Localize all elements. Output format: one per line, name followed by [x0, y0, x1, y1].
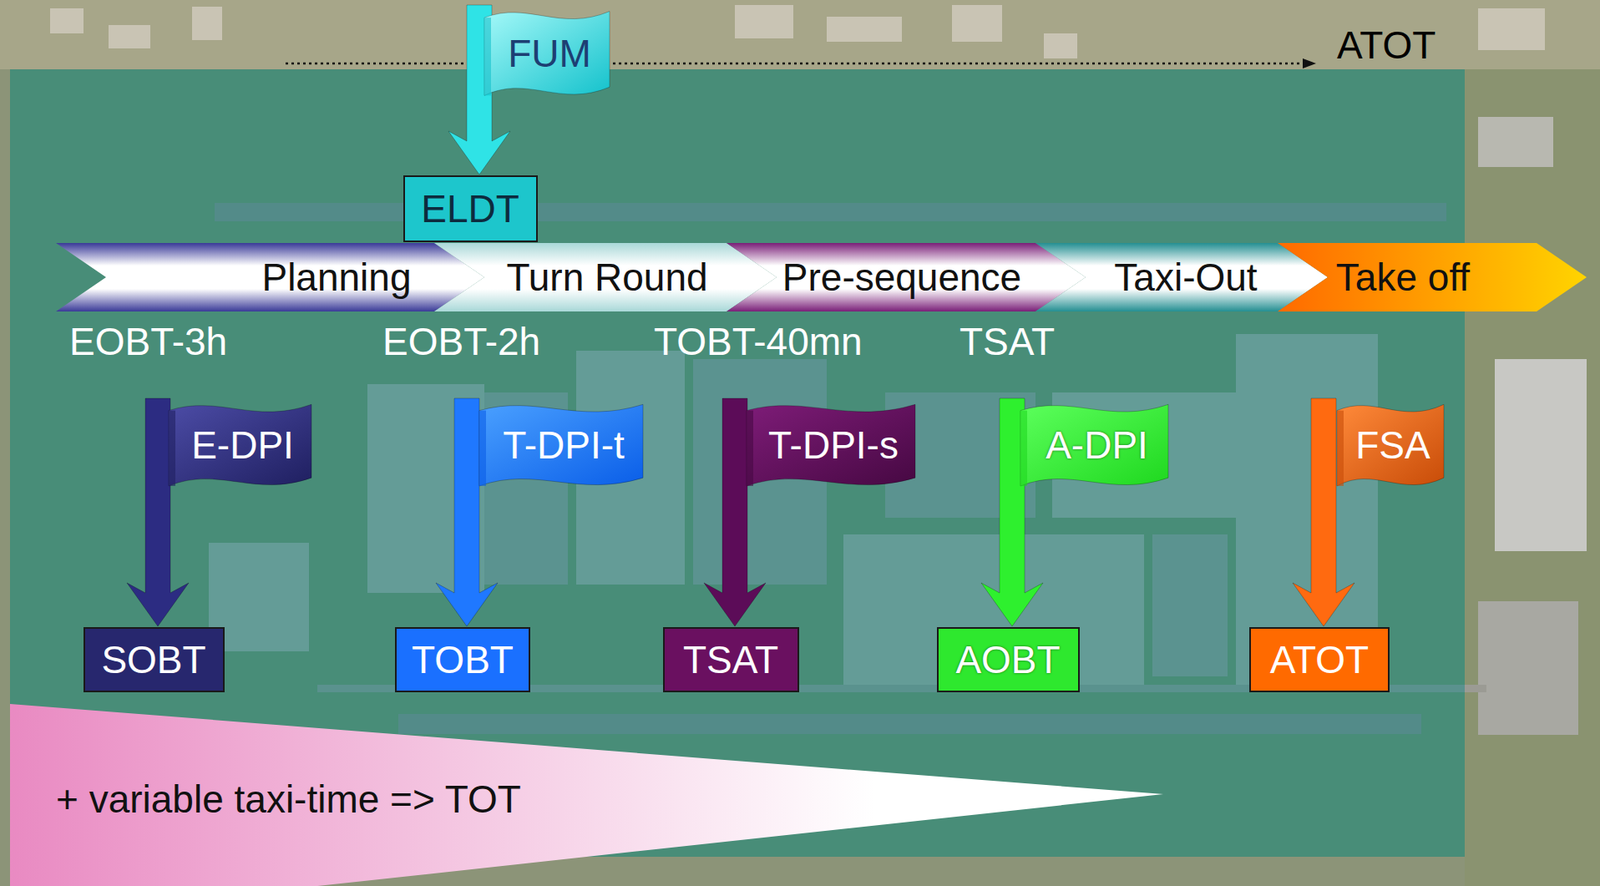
flag-cloth [746, 404, 916, 487]
side-building [1478, 116, 1554, 168]
photo-detail [192, 6, 223, 41]
flag-cloth [1336, 404, 1444, 487]
chevron-fill [1035, 243, 1328, 312]
label-anchor: ATOT [1336, 23, 1436, 68]
flag-fold [479, 410, 487, 487]
time-label: TOBT-40mn [653, 319, 863, 365]
taxi-time-wedge: + variable taxi-time => TOT [10, 703, 1164, 886]
time-box: SOBT [83, 627, 225, 693]
time-label: TSAT [959, 319, 1055, 365]
time-box: ATOT [1249, 627, 1390, 693]
node-text: AOBT [955, 637, 1060, 683]
field-strip [0, 0, 1600, 70]
flag-fold [168, 410, 176, 487]
node-text: Take off [1336, 255, 1470, 300]
time-label: EOBT-3h [69, 319, 228, 365]
label-anchor: EOBT-3h [69, 319, 228, 365]
photo-detail [826, 16, 902, 42]
time-label: EOBT-2h [382, 319, 541, 365]
wedge-fill [10, 703, 1164, 886]
flag-cloth [1020, 404, 1169, 487]
flag-cloth [479, 404, 644, 487]
phase-chevron: Taxi-Out [1035, 243, 1328, 312]
side-building [1494, 359, 1587, 552]
flag-fold [746, 410, 754, 487]
phase-chevron: Take off [1277, 243, 1587, 312]
node-text: Pre-sequence [782, 255, 1022, 300]
node-text: Taxi-Out [1113, 255, 1257, 300]
photo-detail [50, 8, 84, 34]
photo-detail [951, 5, 1003, 42]
label-anchor: EOBT-2h [382, 319, 541, 365]
dotted-leader [285, 62, 1303, 66]
side-fields [1464, 69, 1600, 886]
chevron-fill [434, 243, 777, 312]
phase-chevron: Pre-sequence [726, 243, 1086, 312]
flag-fold [1336, 410, 1344, 487]
label-anchor: TSAT [959, 319, 1055, 365]
houses [50, 5, 1545, 59]
time-box: TOBT [394, 627, 531, 693]
milestone-flag: FUM [448, 5, 610, 111]
node-text: TOBT [411, 637, 514, 683]
time-box: AOBT [936, 627, 1080, 693]
node-text: FSA [1355, 423, 1430, 468]
node-text: FUM [507, 31, 592, 76]
milestone-flag: T-DPI-s [703, 398, 916, 501]
node-text: Planning [261, 255, 411, 300]
photo-detail [734, 5, 794, 39]
node-text: ATOT [1270, 637, 1369, 683]
node-text: A-DPI [1045, 423, 1149, 468]
milestone-flag: A-DPI [981, 398, 1169, 501]
node-text: SOBT [101, 637, 206, 683]
time-box: TSAT [663, 627, 800, 693]
node-text: + variable taxi-time => TOT [55, 777, 522, 822]
photo-detail [1043, 33, 1078, 59]
milestone-flag: FSA [1292, 398, 1444, 501]
time-box: ELDT [403, 175, 538, 243]
side-building [1478, 601, 1579, 735]
label-anchor: TOBT-40mn [653, 319, 863, 365]
time-label: ATOT [1336, 23, 1436, 68]
leader-head [1302, 58, 1317, 69]
photo-detail [108, 25, 151, 49]
flag-fold [484, 17, 492, 96]
flag-fold [1020, 410, 1028, 487]
milestone-flag: T-DPI-t [435, 398, 644, 501]
node-text: ELDT [420, 187, 520, 232]
milestone-flag: E-DPI [126, 398, 312, 501]
chevron-fill [1277, 243, 1587, 312]
phase-chevron: Planning [55, 243, 485, 312]
phase-chevron: Turn Round [434, 243, 777, 312]
flag-cloth [484, 11, 610, 97]
flag-cloth [168, 404, 312, 487]
node-text: E-DPI [191, 423, 294, 468]
node-text: TSAT [683, 637, 779, 683]
chevron-fill [726, 243, 1086, 312]
node-text: Turn Round [506, 255, 708, 300]
photo-detail [1478, 8, 1545, 51]
node-text: T-DPI-s [768, 423, 899, 468]
chevron-fill [55, 243, 485, 312]
node-text: T-DPI-t [502, 423, 625, 468]
